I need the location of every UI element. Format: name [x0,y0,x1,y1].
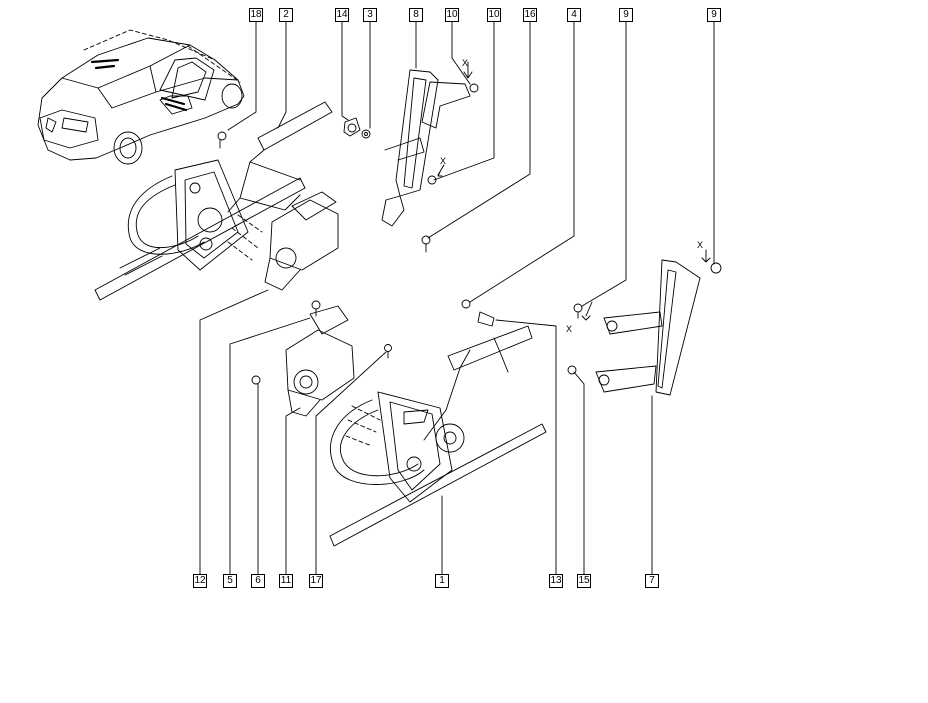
callout-17[interactable]: 17 [309,574,323,588]
callout-2[interactable]: 2 [279,8,293,22]
lower-motor [251,305,392,417]
rear-regulator-assembly [329,325,547,547]
callout-7[interactable]: 7 [645,574,659,588]
upper-small-parts [217,117,371,317]
torque-mark: X [440,156,446,166]
callout-15[interactable]: 15 [577,574,591,588]
callout-16[interactable]: 16 [523,8,537,22]
torque-mark: X [462,58,468,68]
callout-5[interactable]: 5 [223,574,237,588]
front-regulator-assembly [94,101,339,301]
callout-4[interactable]: 4 [567,8,581,22]
callout-10[interactable]: 10 [445,8,459,22]
callout-9[interactable]: 9 [619,8,633,22]
rear-guide-rail [381,61,479,253]
callout-1[interactable]: 1 [435,574,449,588]
leader-lines [199,21,715,575]
callout-18[interactable]: 18 [249,8,263,22]
torque-mark: X [566,324,572,334]
torque-marks: X X X X [440,58,703,334]
callout-13[interactable]: 13 [549,574,563,588]
torque-mark: X [697,240,703,250]
callout-6[interactable]: 6 [251,574,265,588]
callout-3[interactable]: 3 [363,8,377,22]
callout-11[interactable]: 11 [279,574,293,588]
callout-10[interactable]: 10 [487,8,501,22]
vehicle-thumbnail [37,29,245,165]
callout-9[interactable]: 9 [707,8,721,22]
callout-8[interactable]: 8 [409,8,423,22]
callout-12[interactable]: 12 [193,574,207,588]
callout-14[interactable]: 14 [335,8,349,22]
guide-rail-right [461,249,722,396]
